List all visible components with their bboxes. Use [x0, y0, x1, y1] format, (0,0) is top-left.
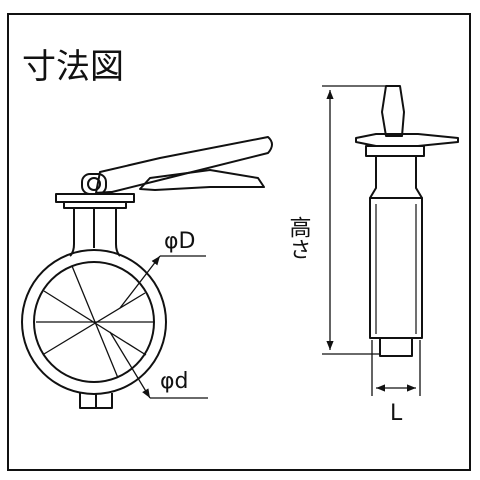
lever-handle [95, 136, 273, 194]
drawing-border [7, 13, 471, 471]
length-dimension [371, 340, 421, 396]
top-flange-base [63, 201, 127, 209]
height-dimension [322, 85, 386, 355]
length-label: L [390, 401, 403, 426]
cross-plate [355, 133, 459, 147]
side-view [355, 85, 459, 357]
top-flange-plate [55, 193, 135, 203]
side-bottom-stub [379, 337, 413, 357]
side-body [369, 197, 423, 339]
drawing-title: 寸法図 [22, 47, 124, 87]
valve-body-outer [21, 249, 167, 395]
front-view [21, 136, 273, 409]
valve-neck [69, 208, 121, 257]
outer-diameter-label: φD [164, 229, 195, 254]
outer-diameter-leader [119, 255, 206, 309]
upper-collar [365, 145, 425, 157]
disc-lines [36, 265, 154, 379]
inner-diameter-leader [109, 331, 208, 399]
side-neck [369, 156, 423, 199]
bottom-stub [79, 393, 113, 409]
height-label: 高さ [286, 216, 311, 260]
stem-spike [381, 85, 405, 137]
stem-knob [81, 173, 107, 195]
inner-diameter-label: φd [160, 369, 188, 394]
